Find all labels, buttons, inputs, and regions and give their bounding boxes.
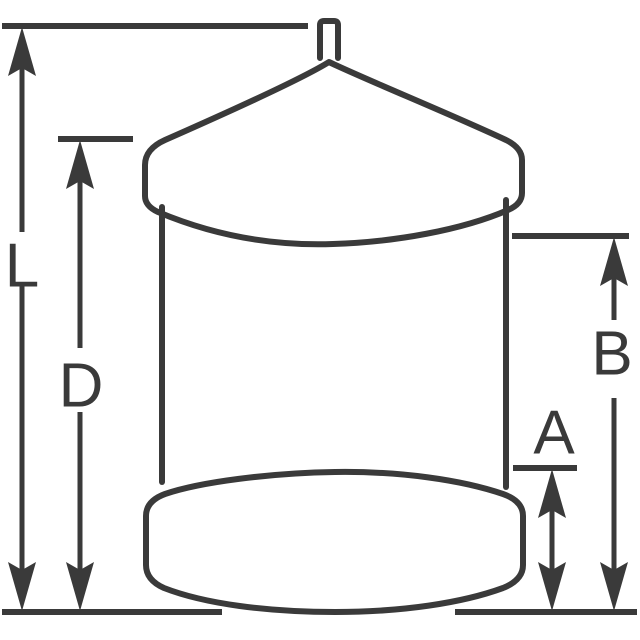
dimension-label-L: L: [5, 231, 39, 300]
component-outline: [142, 18, 526, 615]
dimension-L-arrowhead-up-icon: [8, 27, 36, 76]
bottom-cap-shape: [143, 468, 526, 615]
dimension-L-arrowhead-down-icon: [8, 562, 36, 611]
dimension-D: D: [59, 140, 104, 611]
dimension-B-arrowhead-up-icon: [600, 237, 628, 286]
reference-lines: [2, 23, 637, 615]
dimension-D-arrowhead-up-icon: [66, 140, 94, 189]
dimension-B: B: [591, 237, 633, 611]
dimension-A-arrowhead-down-icon: [538, 562, 566, 611]
dimension-A: A: [533, 398, 575, 611]
top-terminal-icon: [317, 18, 341, 61]
dimension-L: L: [5, 27, 39, 611]
dimension-D-arrowhead-down-icon: [66, 562, 94, 611]
dimension-label-A: A: [533, 398, 575, 467]
top-cap-shape: [142, 59, 525, 248]
dimension-B-arrowhead-down-icon: [600, 562, 628, 611]
dimension-label-B: B: [591, 319, 632, 388]
dimension-label-D: D: [59, 351, 104, 420]
dimension-A-arrowhead-up-icon: [538, 469, 566, 518]
